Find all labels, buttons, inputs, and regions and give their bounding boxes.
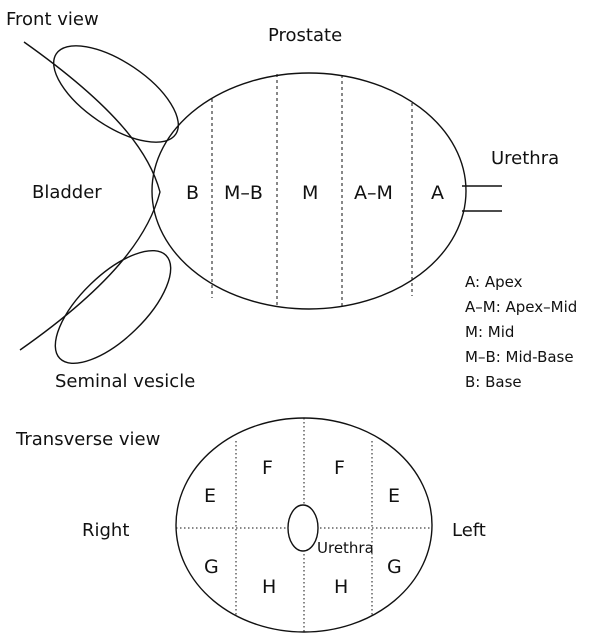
zone-label-base: B xyxy=(186,182,199,204)
sector-g-left: G xyxy=(387,556,402,578)
zone-label-apex-mid: A–M xyxy=(354,182,393,204)
front-view: Front view Prostate Bladder Seminal vesi… xyxy=(6,9,577,392)
sector-f-right: F xyxy=(262,457,273,479)
legend-item-apex-mid: A–M: Apex–Mid xyxy=(465,298,577,316)
sector-e-left: E xyxy=(388,485,400,507)
urethra-label: Urethra xyxy=(491,148,559,169)
sector-f-left: F xyxy=(334,457,345,479)
left-side-label: Left xyxy=(452,520,486,541)
sector-h-right: H xyxy=(262,576,276,598)
zone-legend: A: Apex A–M: Apex–Mid M: Mid M–B: Mid-Ba… xyxy=(465,273,577,391)
seminal-vesicle-label: Seminal vesicle xyxy=(55,371,195,392)
transverse-view: Transverse view Right Left Urethra E F F… xyxy=(15,417,486,633)
bladder-wall xyxy=(19,41,161,351)
prostate-label: Prostate xyxy=(268,25,342,46)
zone-label-mid-base: M–B xyxy=(224,182,263,204)
front-view-title: Front view xyxy=(6,9,99,30)
legend-item-mid-base: M–B: Mid-Base xyxy=(465,348,574,366)
transverse-urethra xyxy=(287,504,319,552)
legend-item-apex: A: Apex xyxy=(465,273,523,291)
seminal-vesicle-upper xyxy=(52,45,180,143)
sector-h-left: H xyxy=(334,576,348,598)
bladder-label: Bladder xyxy=(32,182,102,203)
prostate-outline xyxy=(151,72,467,310)
sector-g-right: G xyxy=(204,556,219,578)
sector-e-right: E xyxy=(204,485,216,507)
legend-item-base: B: Base xyxy=(465,373,522,391)
transverse-view-title: Transverse view xyxy=(15,429,160,450)
zone-label-mid: M xyxy=(302,182,318,204)
right-side-label: Right xyxy=(82,520,129,541)
seminal-vesicle-lower xyxy=(54,249,172,365)
zone-label-apex: A xyxy=(431,182,444,204)
legend-item-mid: M: Mid xyxy=(465,323,514,341)
transverse-urethra-label: Urethra xyxy=(317,539,374,557)
